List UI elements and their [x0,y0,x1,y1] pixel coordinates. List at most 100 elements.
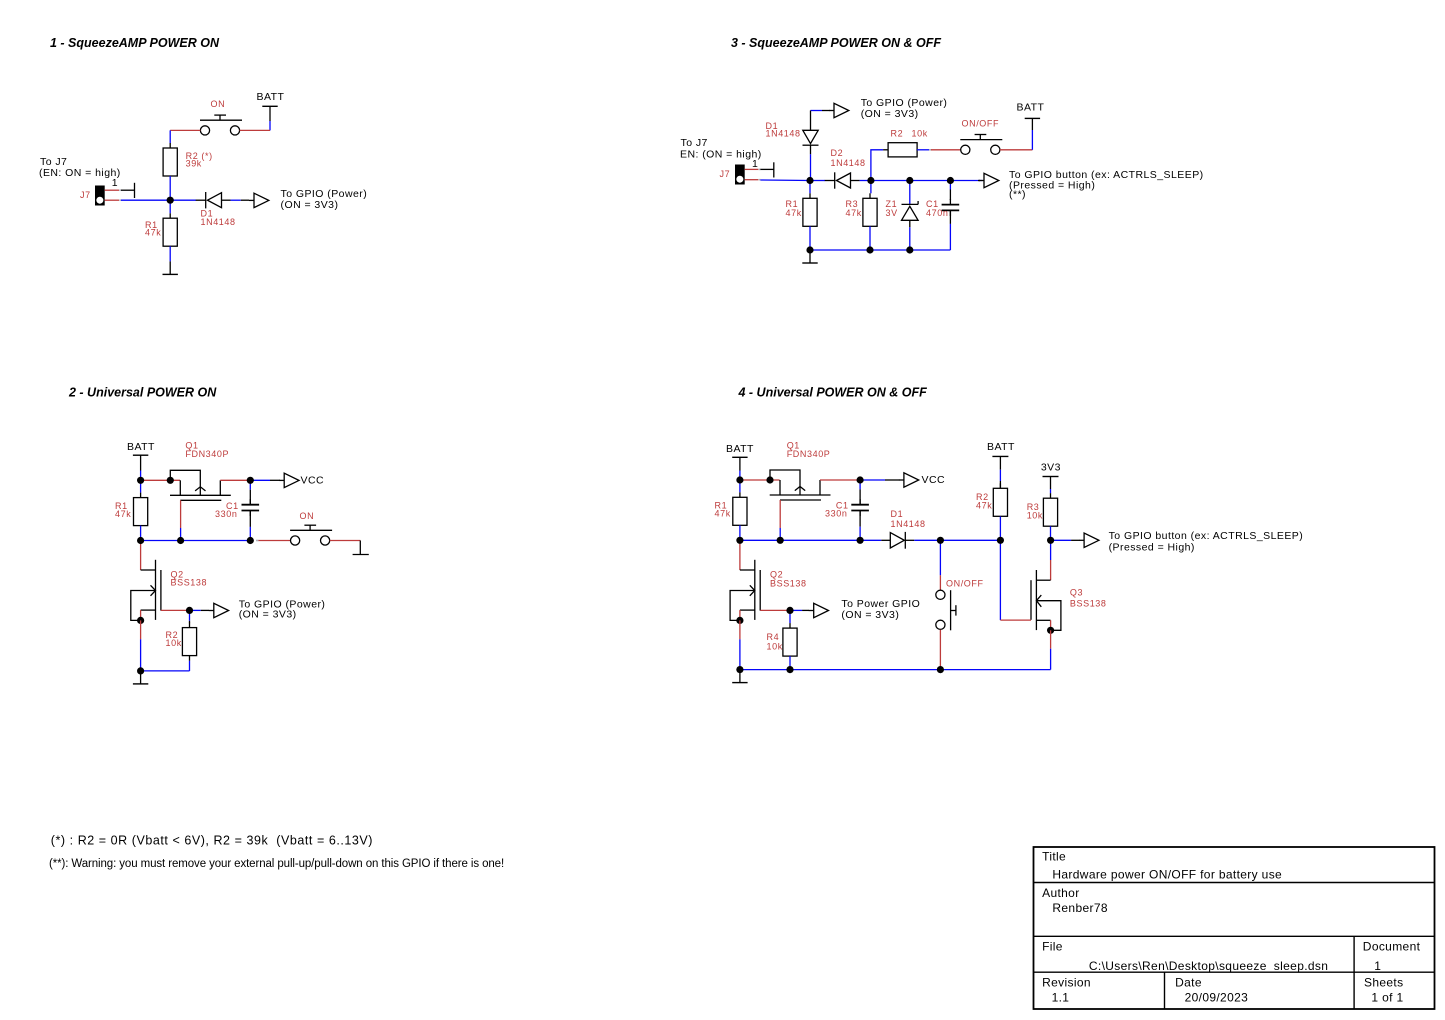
svg-text:10k: 10k [767,641,783,651]
svg-text:BATT: BATT [987,441,1015,453]
svg-text:R1: R1 [145,220,158,230]
svg-text:R1: R1 [786,199,799,209]
svg-text:47k: 47k [715,509,731,519]
svg-text:BSS138: BSS138 [770,579,807,589]
svg-text:R2: R2 [976,492,989,502]
svg-text:D1: D1 [201,209,214,219]
svg-text:3 - SqueezeAMP POWER ON & OFF: 3 - SqueezeAMP POWER ON & OFF [731,36,941,50]
svg-text:ON: ON [211,99,226,109]
svg-text:R2: R2 [891,129,904,139]
svg-text:Document: Document [1363,940,1421,954]
svg-text:10k: 10k [1027,510,1043,520]
svg-text:(Pressed = High): (Pressed = High) [1009,180,1095,192]
svg-text:330n: 330n [825,509,847,519]
svg-text:1: 1 [752,158,758,170]
svg-text:1N4148: 1N4148 [891,519,926,529]
svg-text:J7: J7 [720,169,731,179]
svg-text:To GPIO button (ex: ACTRLS_SLE: To GPIO button (ex: ACTRLS_SLEEP) [1109,530,1304,542]
svg-text:1N4148: 1N4148 [766,129,801,139]
svg-text:1N4148: 1N4148 [831,158,866,168]
svg-text:ON/OFF: ON/OFF [962,119,1000,129]
svg-text:Q1: Q1 [185,441,198,451]
svg-text:EN: (ON = high): EN: (ON = high) [680,149,762,161]
svg-text:BATT: BATT [1017,102,1045,114]
svg-text:47k: 47k [846,208,862,218]
svg-text:4 - Universal POWER ON & OFF: 4 - Universal POWER ON & OFF [738,386,928,400]
svg-text:47k: 47k [115,509,131,519]
svg-text:FDN340P: FDN340P [185,449,229,459]
svg-text:(ON = 3V3): (ON = 3V3) [861,108,919,120]
svg-text:3V: 3V [886,208,898,218]
svg-text:(ON = 3V3): (ON = 3V3) [841,609,899,621]
svg-text:Q2: Q2 [171,570,184,580]
svg-text:1N4148: 1N4148 [201,217,236,227]
svg-text:To GPIO (Power): To GPIO (Power) [281,188,368,200]
svg-text:20/09/2023: 20/09/2023 [1185,991,1249,1005]
svg-text:C:\Users\Ren\Desktop\squeeze_s: C:\Users\Ren\Desktop\squeeze_sleep.dsn [1089,959,1328,973]
svg-text:D2: D2 [831,148,844,158]
svg-text:(EN: ON = high): (EN: ON = high) [39,167,121,179]
svg-text:47k: 47k [786,208,802,218]
svg-text:File: File [1042,940,1063,954]
svg-text:C1: C1 [226,501,239,511]
svg-text:(ON = 3V3): (ON = 3V3) [281,199,339,211]
svg-text:39k: 39k [186,159,202,169]
svg-text:R1: R1 [115,501,128,511]
svg-text:(**): (**) [1009,189,1026,201]
svg-text:R4: R4 [767,632,780,642]
svg-text:To Power GPIO: To Power GPIO [841,598,920,610]
svg-text:R2: R2 [166,630,179,640]
svg-text:To GPIO (Power): To GPIO (Power) [861,97,948,109]
svg-text:1: 1 [1374,959,1381,973]
svg-text:330n: 330n [215,509,237,519]
svg-text:(*) : R2 = 0R (Vbatt < 6V), R2: (*) : R2 = 0R (Vbatt < 6V), R2 = 39k (Vb… [51,833,373,847]
svg-text:C1: C1 [926,199,939,209]
svg-text:(**): Warning: you must remove: (**): Warning: you must remove your exte… [49,858,504,870]
svg-text:Hardware power ON/OFF for batt: Hardware power ON/OFF for battery use [1052,868,1282,882]
svg-text:1 of 1: 1 of 1 [1371,991,1403,1005]
svg-text:Z1: Z1 [886,199,898,209]
svg-text:VCC: VCC [922,474,946,486]
svg-text:VCC: VCC [301,474,325,486]
svg-text:10k: 10k [912,129,928,139]
svg-text:R2 (*): R2 (*) [186,151,213,161]
svg-text:FDN340P: FDN340P [787,449,831,459]
svg-text:Date: Date [1175,976,1202,990]
svg-text:ON: ON [300,511,315,521]
svg-text:D1: D1 [766,121,779,131]
svg-text:3V3: 3V3 [1041,462,1061,474]
svg-text:Title: Title [1042,850,1066,864]
svg-text:1.1: 1.1 [1052,991,1070,1005]
svg-text:2 - Universal POWER ON: 2 - Universal POWER ON [68,386,217,400]
svg-text:1: 1 [112,177,118,189]
svg-text:ON/OFF: ON/OFF [946,579,984,589]
svg-text:Q3: Q3 [1070,588,1083,598]
svg-text:J7: J7 [80,190,91,200]
svg-text:1 - SqueezeAMP POWER ON: 1 - SqueezeAMP POWER ON [50,36,220,50]
svg-text:(Pressed = High): (Pressed = High) [1109,542,1195,554]
svg-text:10k: 10k [166,638,182,648]
svg-text:R3: R3 [846,199,859,209]
svg-text:47k: 47k [145,228,161,238]
svg-text:470n: 470n [926,208,948,218]
svg-text:BSS138: BSS138 [171,578,208,588]
svg-text:BSS138: BSS138 [1070,599,1107,609]
svg-text:D1: D1 [891,509,904,519]
svg-text:BATT: BATT [127,441,155,453]
svg-text:To J7: To J7 [681,137,708,149]
svg-text:To GPIO button (ex: ACTRLS_SLE: To GPIO button (ex: ACTRLS_SLEEP) [1009,169,1204,181]
svg-text:R1: R1 [715,501,728,511]
svg-text:Q2: Q2 [770,570,783,580]
svg-text:47k: 47k [976,500,992,510]
svg-text:Q1: Q1 [787,441,800,451]
svg-text:BATT: BATT [257,91,285,103]
svg-text:To J7: To J7 [40,156,67,168]
svg-text:Sheets: Sheets [1364,976,1403,990]
svg-text:To GPIO (Power): To GPIO (Power) [239,599,326,611]
svg-text:Renber78: Renber78 [1052,901,1108,915]
svg-text:Revision: Revision [1042,976,1091,990]
svg-text:C1: C1 [836,501,849,511]
svg-text:BATT: BATT [726,443,754,455]
svg-text:Author: Author [1042,886,1079,900]
svg-text:R3: R3 [1027,502,1040,512]
